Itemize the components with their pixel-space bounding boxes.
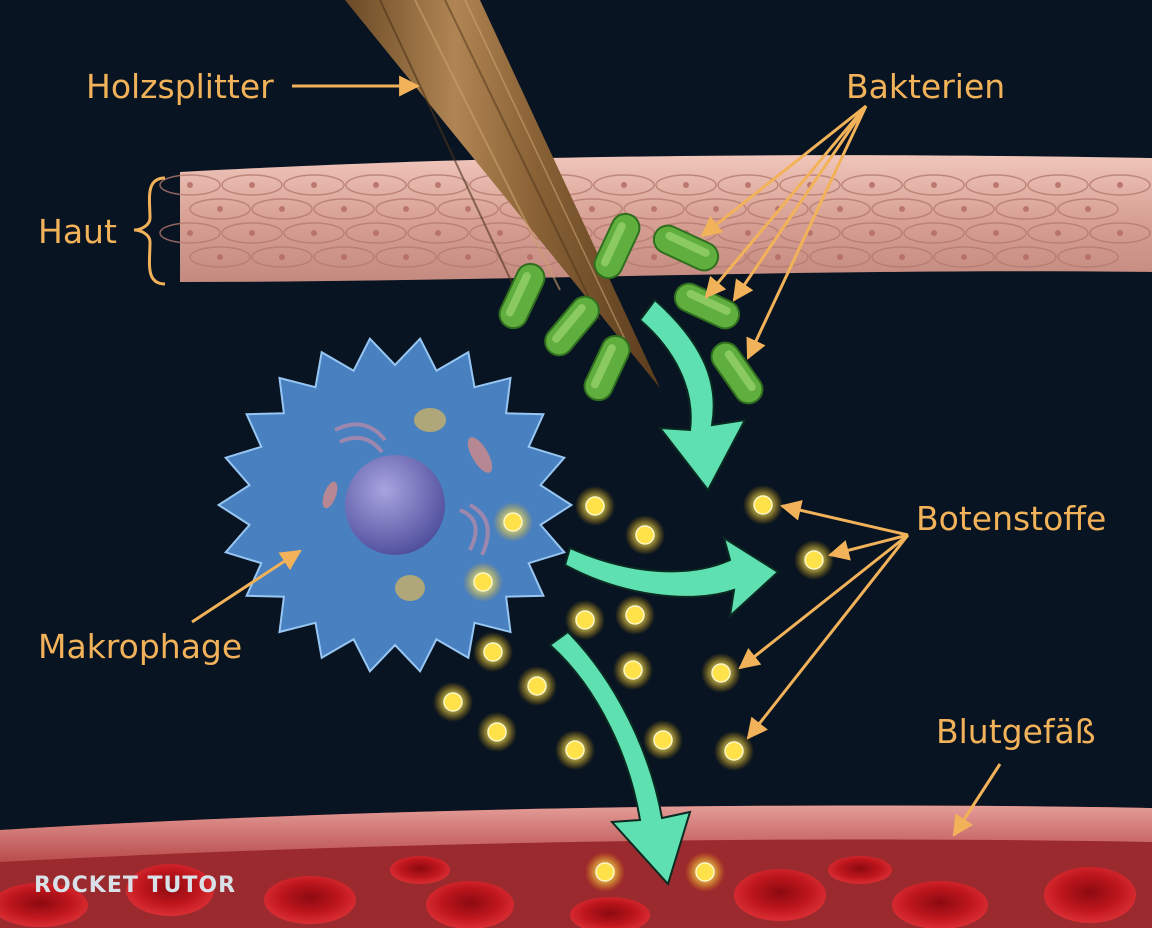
- label-bacteria: Bakterien: [846, 67, 1005, 106]
- messenger-molecule: [517, 666, 557, 706]
- messenger-molecule: [477, 712, 517, 752]
- bacterium: [652, 224, 720, 272]
- arrow-bacterium-2: [704, 105, 868, 299]
- messenger-molecule: [625, 515, 665, 555]
- messenger-molecule: [685, 852, 725, 892]
- red-blood-cell: [892, 881, 988, 928]
- bacteria-group: [498, 212, 764, 405]
- messenger-molecule: [493, 502, 533, 542]
- arrow-messenger-1: [779, 500, 909, 537]
- messenger-molecule: [613, 650, 653, 690]
- arrow-macrophage: [191, 549, 302, 624]
- red-blood-cell: [390, 856, 450, 884]
- red-blood-cell: [828, 856, 892, 884]
- flow-arrow-down: [638, 298, 747, 492]
- bacterium: [583, 334, 631, 402]
- red-blood-cell: [264, 876, 356, 924]
- label-macrophage: Makrophage: [38, 627, 242, 666]
- flow-arrow-right: [563, 535, 780, 619]
- annotation-arrows: [133, 75, 1002, 837]
- messenger-molecule: [585, 852, 625, 892]
- messenger-molecule: [714, 731, 754, 771]
- red-blood-cell: [570, 897, 650, 928]
- red-blood-cell: [0, 883, 88, 927]
- arrow-messenger-3: [738, 533, 909, 670]
- messenger-molecule: [615, 595, 655, 635]
- red-blood-cell: [734, 869, 826, 921]
- messenger-molecule: [473, 632, 513, 672]
- messenger-molecule: [701, 653, 741, 693]
- flow-arrows: [548, 298, 780, 886]
- messenger-molecule: [794, 540, 834, 580]
- skin-layer: [159, 155, 1152, 282]
- messenger-molecule: [743, 485, 783, 525]
- blood-vessel: [0, 805, 1152, 928]
- bacterium: [593, 212, 641, 280]
- arrow-bacterium-1: [700, 104, 867, 238]
- messenger-molecule: [433, 682, 473, 722]
- arrow-bacterium-4: [746, 105, 868, 360]
- wood-splinter: [345, 0, 660, 388]
- red-blood-cell: [426, 881, 514, 928]
- messenger-molecules: [433, 485, 834, 892]
- label-vessel: Blutgefäß: [936, 712, 1096, 751]
- arrow-messenger-4: [746, 534, 910, 740]
- red-blood-cell: [126, 864, 214, 916]
- arrow-bacterium-3: [732, 105, 868, 302]
- flow-arrow-vessel: [548, 630, 692, 886]
- messenger-molecule: [463, 562, 503, 602]
- arrow-messenger-2: [827, 533, 909, 561]
- messenger-molecule: [555, 730, 595, 770]
- bacterium: [710, 341, 764, 405]
- messenger-molecule: [643, 720, 683, 760]
- messenger-molecule: [565, 600, 605, 640]
- bacterium: [498, 262, 546, 330]
- messenger-molecule: [575, 486, 615, 526]
- arrow-vessel: [952, 763, 1002, 837]
- label-splinter: Holzsplitter: [86, 67, 274, 106]
- red-blood-cell: [1044, 867, 1136, 923]
- bacterium: [544, 295, 600, 357]
- logo: ROCKET TUTOR: [34, 873, 236, 898]
- skin-brace: [133, 176, 166, 286]
- label-skin: Haut: [38, 212, 117, 251]
- label-messengers: Botenstoffe: [916, 499, 1106, 538]
